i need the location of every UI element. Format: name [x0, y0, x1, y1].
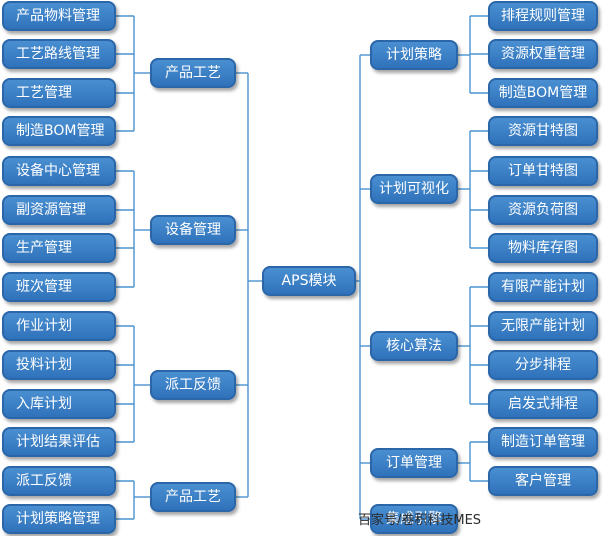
left-leaf-node: 计划策略管理: [2, 504, 116, 534]
right-group-node-5: 集成引擎: [370, 504, 458, 534]
center-node-aps: APS模块: [262, 266, 356, 296]
right-group-node-1: 计划策略: [370, 40, 458, 70]
right-leaf-node: 资源甘特图: [488, 116, 598, 146]
right-leaf-node: 启发式排程: [488, 389, 598, 419]
right-leaf-node: 有限产能计划: [488, 272, 598, 302]
left-leaf-node: 班次管理: [2, 272, 116, 302]
left-group-node-3: 派工反馈: [150, 370, 236, 400]
watermark-text: 百家号/卷积科技MES: [358, 513, 482, 528]
right-leaf-node: 分步排程: [488, 350, 598, 380]
right-group-node-3: 核心算法: [370, 331, 458, 361]
left-group-node-4: 产品工艺: [150, 482, 236, 512]
right-leaf-node: 无限产能计划: [488, 311, 598, 341]
left-leaf-node: 派工反馈: [2, 466, 116, 496]
left-leaf-node: 制造BOM管理: [2, 116, 116, 146]
right-leaf-node: 客户管理: [488, 466, 598, 496]
right-group-node-4: 订单管理: [370, 448, 458, 478]
right-leaf-node: 制造订单管理: [488, 427, 598, 457]
left-leaf-node: 生产管理: [2, 233, 116, 263]
right-leaf-node: 资源权重管理: [488, 39, 598, 69]
right-leaf-node: 资源负荷图: [488, 195, 598, 225]
left-leaf-node: 计划结果评估: [2, 427, 116, 457]
left-leaf-node: 设备中心管理: [2, 156, 116, 186]
right-group-node-2: 计划可视化: [370, 174, 458, 204]
left-leaf-node: 副资源管理: [2, 195, 116, 225]
left-group-node-2: 设备管理: [150, 215, 236, 245]
left-leaf-node: 工艺路线管理: [2, 39, 116, 69]
right-leaf-node: 排程规则管理: [488, 1, 598, 31]
left-leaf-node: 工艺管理: [2, 78, 116, 108]
left-leaf-node: 产品物料管理: [2, 1, 116, 31]
right-leaf-node: 物料库存图: [488, 233, 598, 263]
right-leaf-node: 制造BOM管理: [488, 78, 598, 108]
left-leaf-node: 作业计划: [2, 311, 116, 341]
right-leaf-node: 订单甘特图: [488, 156, 598, 186]
left-group-node-1: 产品工艺: [150, 58, 236, 88]
left-leaf-node: 入库计划: [2, 389, 116, 419]
left-leaf-node: 投料计划: [2, 350, 116, 380]
